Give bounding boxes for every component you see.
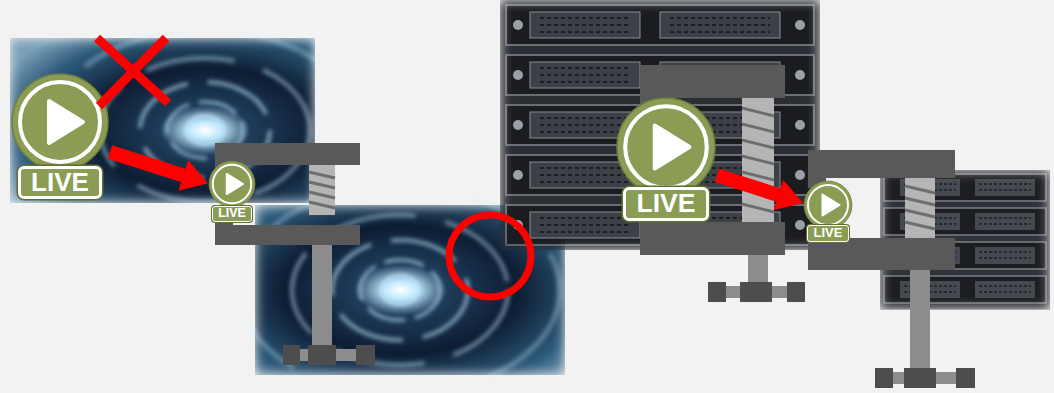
clamp-screw bbox=[309, 165, 335, 215]
clamp-handle-block bbox=[708, 282, 726, 302]
ok-circle bbox=[449, 215, 531, 297]
play-ring bbox=[213, 165, 251, 203]
red-arrow bbox=[110, 152, 183, 175]
clamp-thread bbox=[309, 172, 335, 208]
play-circle bbox=[804, 181, 852, 229]
clamp-symbol bbox=[808, 150, 975, 388]
play-ring bbox=[625, 106, 707, 188]
live-icon: LIVE bbox=[803, 180, 853, 242]
tunnel-image bbox=[10, 30, 360, 230]
tunnel-ring bbox=[187, 116, 223, 144]
live-icon: LIVE bbox=[615, 96, 717, 222]
tunnel-ring bbox=[382, 276, 418, 304]
play-triangle bbox=[823, 195, 840, 216]
live-badge: LIVE bbox=[623, 187, 709, 221]
clamp-handle-block bbox=[875, 368, 893, 388]
red-arrow bbox=[717, 175, 778, 195]
live-badge: LIVE bbox=[212, 206, 252, 222]
server-rack-image bbox=[500, 0, 820, 250]
live-icon: LIVE bbox=[10, 72, 110, 200]
live-icon: LIVE bbox=[208, 160, 256, 222]
play-ring bbox=[808, 185, 848, 225]
cross-mark bbox=[97, 38, 168, 106]
server-rack bbox=[500, 0, 820, 250]
play-ring bbox=[20, 82, 100, 162]
clamp-thread bbox=[905, 186, 935, 229]
play-triangle bbox=[655, 126, 690, 169]
play-circle bbox=[209, 161, 255, 207]
clamp-handle-block bbox=[787, 282, 805, 302]
cross-stroke bbox=[97, 38, 168, 103]
play-icon bbox=[10, 72, 110, 172]
live-badge: LIVE bbox=[807, 225, 849, 242]
clamp-handle-block bbox=[283, 345, 300, 365]
clamp-screw bbox=[905, 178, 935, 238]
tunnel-ring bbox=[360, 260, 440, 320]
clamp-handle-block bbox=[740, 282, 772, 302]
tunnel-background bbox=[10, 38, 315, 203]
play-triangle bbox=[227, 174, 243, 194]
tunnel-ring bbox=[332, 240, 468, 340]
cross-stroke bbox=[99, 38, 166, 106]
clamp-thread bbox=[742, 108, 774, 212]
tunnel-ring bbox=[100, 58, 310, 202]
play-circle bbox=[12, 74, 108, 170]
play-icon bbox=[803, 180, 853, 230]
play-circle bbox=[617, 98, 715, 196]
clamp-stem bbox=[748, 255, 768, 283]
live-badge: LIVE bbox=[18, 166, 102, 199]
clamp-handle-block bbox=[308, 345, 336, 365]
clamp-handle-block bbox=[356, 345, 375, 365]
clamp-stem bbox=[910, 270, 930, 368]
clamp-handle-block bbox=[904, 368, 936, 388]
clamp-stem bbox=[312, 245, 332, 345]
play-icon bbox=[615, 96, 717, 198]
play-triangle bbox=[49, 101, 83, 143]
clamp-handle-block bbox=[956, 368, 975, 388]
clamp-screw bbox=[742, 98, 774, 222]
play-icon bbox=[208, 160, 256, 208]
